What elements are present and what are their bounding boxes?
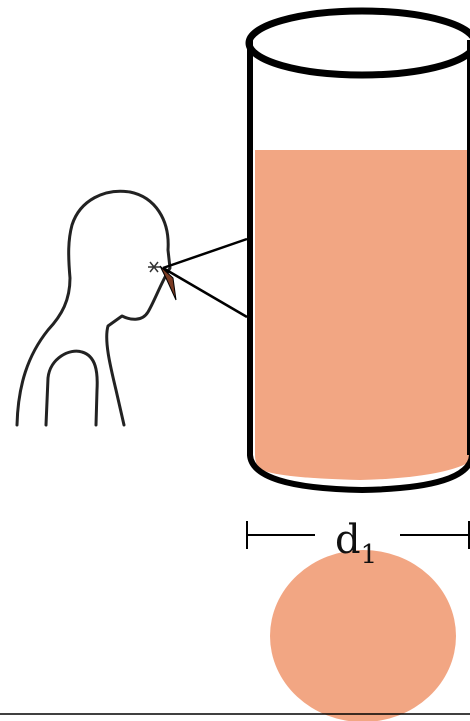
observer-head-outline xyxy=(17,191,170,425)
liquid-blob xyxy=(270,550,456,721)
cylinder-top-rim xyxy=(249,11,470,75)
liquid-fill xyxy=(255,150,470,480)
sight-line-upper xyxy=(163,239,247,268)
dimension-label: d1 xyxy=(335,517,377,570)
dimension-subscript: 1 xyxy=(361,540,378,570)
sight-line-lower xyxy=(163,268,247,317)
observer-arm-outline xyxy=(46,351,97,425)
observer-figure xyxy=(17,191,170,425)
dimension-symbol: d xyxy=(335,517,361,563)
